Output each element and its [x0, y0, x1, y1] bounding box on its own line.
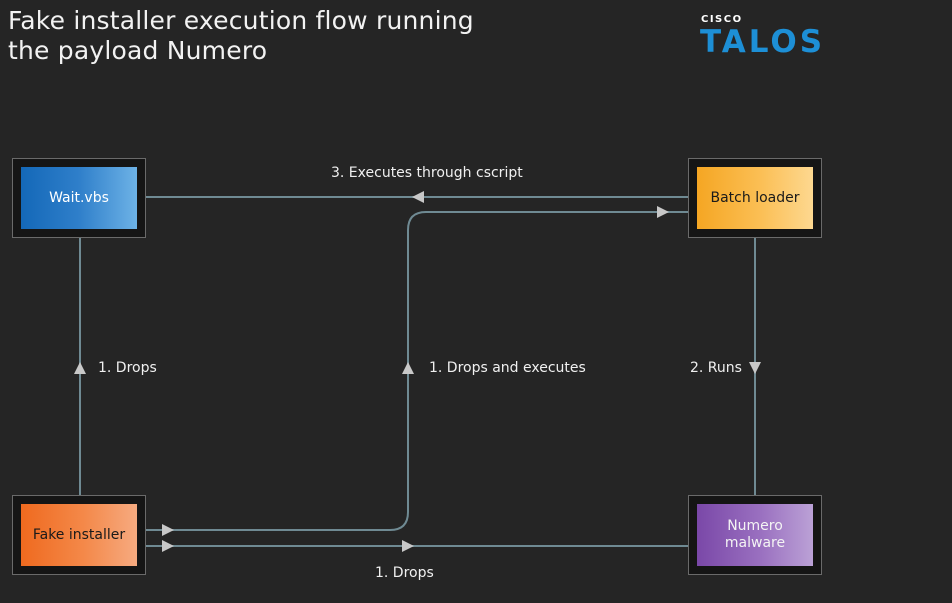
edge-label-drops-executes: 1. Drops and executes	[429, 360, 586, 376]
arrowhead-right	[162, 524, 174, 536]
node-batch-loader-label: Batch loader	[697, 167, 813, 229]
edge-label-drops-wait: 1. Drops	[98, 360, 157, 376]
node-fake-installer: Fake installer	[12, 495, 146, 575]
page-title: Fake installer execution flow running th…	[8, 6, 474, 66]
edge-label-drops-numero: 1. Drops	[375, 565, 434, 581]
title-line-1: Fake installer execution flow running	[8, 6, 474, 35]
arrowhead-left	[412, 191, 424, 203]
arrowhead-up	[74, 362, 86, 374]
arrowhead-up	[402, 362, 414, 374]
node-fake-installer-label: Fake installer	[21, 504, 137, 566]
logo-talos-text: TALOS	[700, 24, 826, 60]
edge-fake-to-batch	[146, 211, 688, 531]
node-numero-malware-label: Numero malware	[697, 504, 813, 566]
node-wait-vbs-label: Wait.vbs	[21, 167, 137, 229]
logo-cisco-text: CISCO	[701, 14, 743, 25]
arrowhead-down	[749, 362, 761, 374]
title-line-2: the payload Numero	[8, 36, 268, 65]
node-batch-loader: Batch loader	[688, 158, 822, 238]
arrowhead-right	[162, 540, 174, 552]
edge-label-runs: 2. Runs	[690, 360, 742, 376]
arrowhead-right	[402, 540, 414, 552]
node-numero-malware: Numero malware	[688, 495, 822, 575]
edge-label-executes-cscript: 3. Executes through cscript	[331, 165, 523, 181]
node-wait-vbs: Wait.vbs	[12, 158, 146, 238]
arrowhead-right	[657, 206, 669, 218]
cisco-talos-logo: CISCO TALOS	[700, 14, 830, 64]
